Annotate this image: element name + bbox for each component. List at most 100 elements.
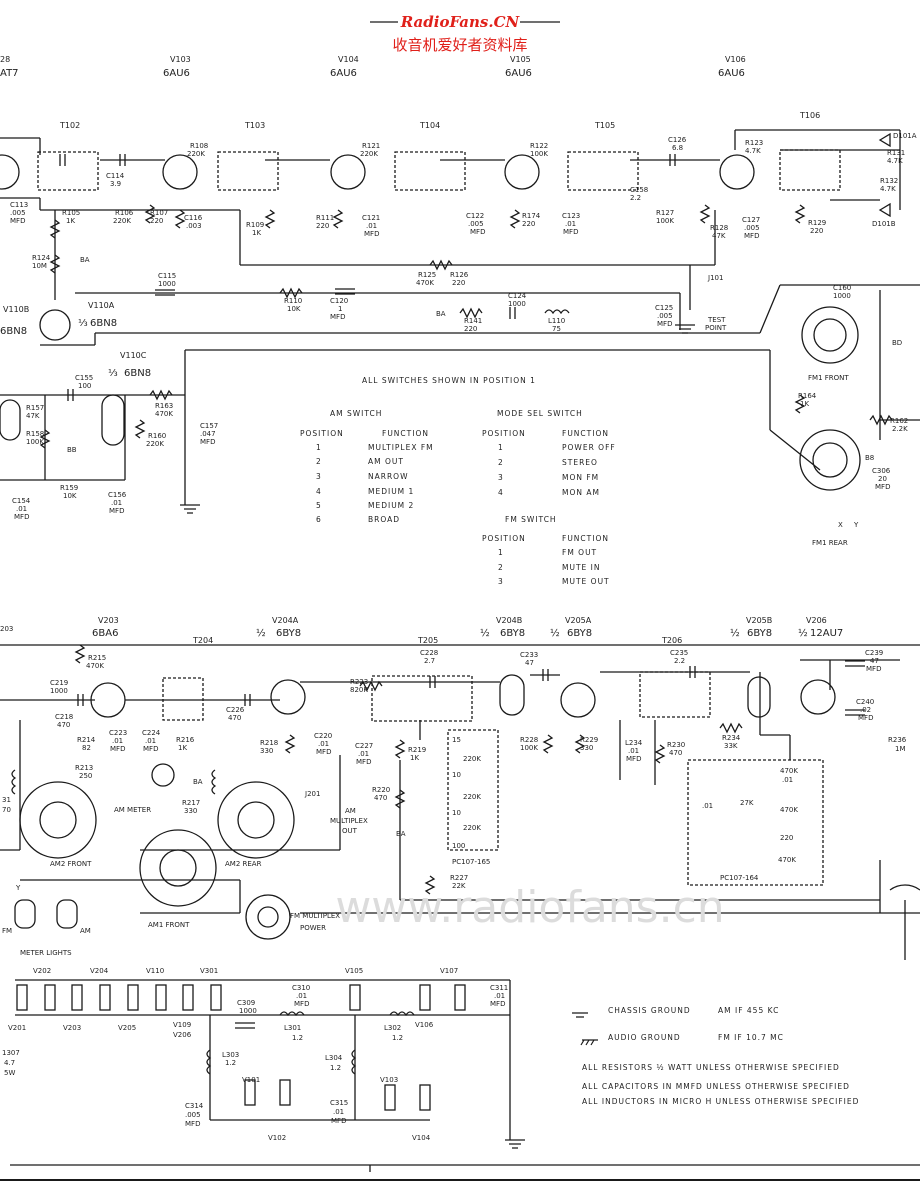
tube-v106-ref: V106 <box>725 55 746 64</box>
label-c121: C121 <box>362 214 380 222</box>
audio-ground-icon <box>580 1039 598 1046</box>
value-r128: 47K <box>712 232 726 240</box>
tube-v110c-type: 6BN8 <box>124 368 151 379</box>
pc165-value: 10 <box>452 809 461 817</box>
value-r121: 220K <box>360 150 378 158</box>
tube-v110c-ref: V110C <box>120 351 147 360</box>
label-am2-front: AM2 FRONT <box>50 860 92 868</box>
label-r230: R230 <box>667 741 685 749</box>
label-r218: R218 <box>260 739 278 747</box>
fm-switch-col-function: FUNCTION <box>562 534 609 543</box>
node-bb: BB <box>67 446 77 454</box>
am-row-function: BROAD <box>368 515 400 524</box>
label-r220: R220 <box>372 786 390 794</box>
label-r174: R174 <box>522 212 541 220</box>
tube-v205a-type: 6BY8 <box>567 628 592 639</box>
label-pc107-164: PC107-164 <box>720 874 759 882</box>
value-r131: 4.7K <box>887 157 903 165</box>
label-c235: C235 <box>670 649 688 657</box>
heater-label-top: V110 <box>146 967 164 975</box>
label-c233: C233 <box>520 651 538 659</box>
value-r223: 820K <box>350 686 368 694</box>
label-point: POINT <box>705 324 727 332</box>
value-r111: 220 <box>316 222 329 230</box>
label-r107: R107 <box>150 209 168 217</box>
mode-row-function: MON FM <box>562 473 599 482</box>
value-r234: 33K <box>724 742 738 750</box>
pc164-value: .01 <box>702 802 713 810</box>
am-row-position: 5 <box>316 501 322 510</box>
tube-v205b-frac: ½ <box>730 627 740 639</box>
tube-v110a-frac: ⅓ <box>78 318 88 329</box>
label-fm-mux-power: POWER <box>300 924 326 932</box>
value-r110: 10K <box>287 305 301 313</box>
transformer-t102: T102 <box>59 121 80 130</box>
heater-label-bottom: V206 <box>173 1031 192 1039</box>
value-r228: 100K <box>520 744 538 752</box>
label-r110: R110 <box>284 297 302 305</box>
am-switch-col-function: FUNCTION <box>382 429 429 438</box>
am-row-position: 6 <box>316 515 322 524</box>
fm-row-position: 3 <box>498 577 504 586</box>
transformer-t105: T105 <box>594 121 615 130</box>
value-r164: 1K <box>800 400 809 408</box>
am-row-position: 1 <box>316 443 322 452</box>
watermark-ghost: www.radiofans.cn <box>335 882 724 933</box>
value-c306: 20 <box>878 475 887 483</box>
value-r218: 330 <box>260 747 273 755</box>
label-c114: C114 <box>106 172 125 180</box>
heater-label-bottom: V109 <box>173 1021 191 1029</box>
tube-v102b-type: AT7 <box>0 68 19 79</box>
unit-c239: MFD <box>866 665 881 673</box>
value-r123: 4.7K <box>745 147 761 155</box>
label-l307: 1307 <box>2 1049 20 1057</box>
tube-v205b-type: 6BY8 <box>747 628 772 639</box>
unit-l234: MFD <box>626 755 641 763</box>
heater-label-top: V204 <box>90 967 109 975</box>
tube-v203-type: 6BA6 <box>92 628 118 639</box>
am-row-function: AM OUT <box>368 457 404 466</box>
label-meter-lights: METER LIGHTS <box>20 949 72 957</box>
label-r219: R219 <box>408 746 426 754</box>
value-r230: 470 <box>669 749 682 757</box>
tube-v110c-frac: ⅓ <box>108 368 118 379</box>
heater-label-bottom: V205 <box>118 1024 136 1032</box>
value-r107: 220 <box>150 217 163 225</box>
unit-c123: MFD <box>563 228 578 236</box>
tube-v205b-ref: V205B <box>746 616 772 625</box>
label-c123: C123 <box>562 212 580 220</box>
tube-v110b-ref: V110B <box>3 305 29 314</box>
value-c121: .01 <box>366 222 377 230</box>
node-ba1: BA <box>80 256 90 264</box>
value-c226: 470 <box>228 714 241 722</box>
label-am-meter: AM METER <box>114 806 151 814</box>
node-ba3: BA <box>396 830 406 838</box>
note-fm-if: FM IF 10.7 MC <box>718 1033 784 1042</box>
value-c233: 47 <box>525 659 534 667</box>
svg-text:203: 203 <box>0 625 13 633</box>
value-r159: 10K <box>63 492 77 500</box>
node-ba4: BA <box>193 778 203 786</box>
pc165-value: 10 <box>452 771 461 779</box>
tube-v205a-frac: ½ <box>550 627 560 639</box>
label-r158: R158 <box>26 430 44 438</box>
unit-c310: MFD <box>294 1000 309 1008</box>
value-r215: 470K <box>86 662 104 670</box>
unit-c224: MFD <box>143 745 158 753</box>
label-r213: R213 <box>75 764 93 772</box>
tube-v204a-ref: V204A <box>272 616 299 625</box>
label-c311: C311 <box>490 984 508 992</box>
am-switch-col-position: POSITION <box>300 429 344 438</box>
label-r128: R128 <box>710 224 728 232</box>
mode-row-position: 4 <box>498 488 504 497</box>
am-row-function: MEDIUM 1 <box>368 487 414 496</box>
unit-c113: MFD <box>10 217 25 225</box>
tube-v204a-type: 6BY8 <box>276 628 301 639</box>
label-c240: C240 <box>856 698 874 706</box>
tube-v206-type: 12AU7 <box>810 628 843 639</box>
label-l301: L301 <box>284 1024 301 1032</box>
heater-label-bottom: V106 <box>415 1021 434 1029</box>
label-c154: C154 <box>12 497 31 505</box>
mode-row-function: STEREO <box>562 458 598 467</box>
label-l303: L303 <box>222 1051 239 1059</box>
